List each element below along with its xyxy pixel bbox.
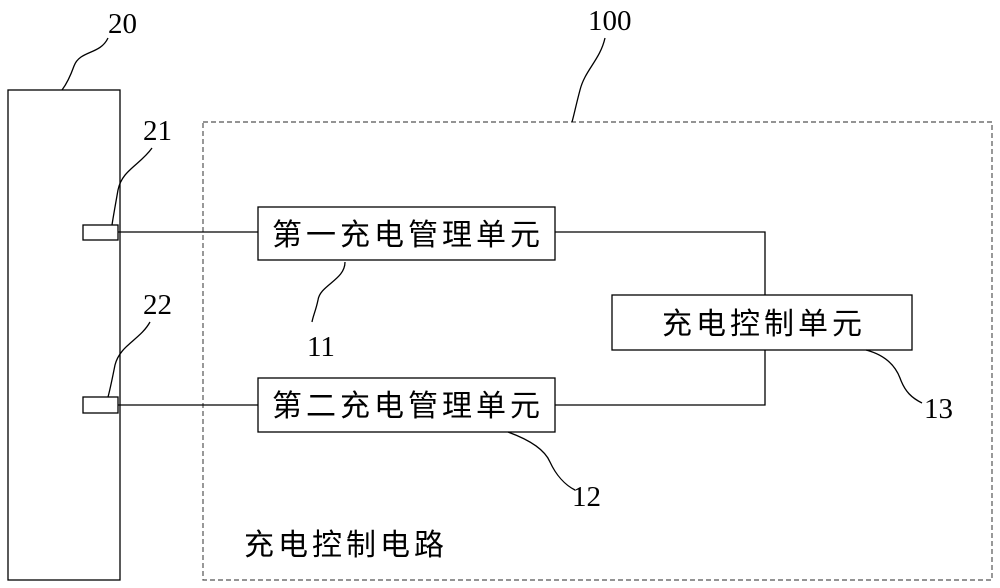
port-1-leader-line [111, 147, 153, 226]
control-unit-box [611, 294, 913, 351]
unit-2-number-label: 12 [572, 481, 601, 513]
port-1-number-label: 21 [143, 115, 172, 147]
unit-2-leader-line [507, 431, 576, 491]
control-unit-label: 充电控制单元 [662, 307, 866, 342]
circuit-caption: 充电控制电路 [244, 528, 448, 563]
circuit-number-label: 100 [588, 5, 632, 37]
unit-3-leader-line [865, 349, 923, 404]
device-block [7, 89, 121, 581]
port-2-connector [82, 396, 119, 414]
wire-unit2-to-control [555, 350, 766, 406]
device-leader-line [61, 37, 109, 91]
unit-1-leader-line [311, 261, 346, 323]
circuit-leader-line [571, 37, 606, 123]
wire-unit1-to-control [555, 231, 766, 295]
first-unit-box [257, 206, 556, 261]
port-1-connector [82, 224, 119, 241]
circuit-boundary [202, 121, 993, 581]
second-unit-label: 第二充电管理单元 [272, 389, 544, 424]
unit-3-number-label: 13 [924, 393, 953, 425]
second-unit-box [257, 377, 556, 433]
port-2-number-label: 22 [143, 289, 172, 321]
first-unit-label: 第一充电管理单元 [272, 218, 544, 253]
port-2-leader-line [107, 321, 151, 398]
device-number-label: 20 [108, 8, 137, 40]
unit-1-number-label: 11 [307, 331, 335, 363]
